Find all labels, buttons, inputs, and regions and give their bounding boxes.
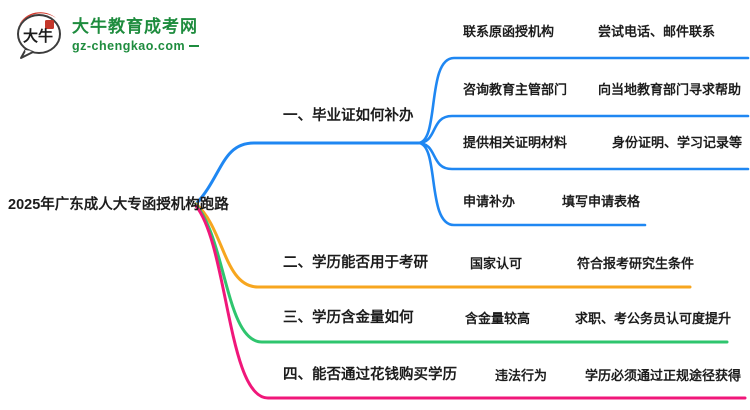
site-logo[interactable]: 大牛 大牛教育成考网 gz-chengkao.com	[14, 8, 200, 60]
branch-4-node: 违法行为	[495, 368, 548, 383]
logo-glyph: 大牛	[23, 27, 53, 45]
branch-1-child-1-line	[416, 56, 750, 145]
branch-2-node: 国家认可	[470, 256, 523, 271]
branch-1-child-3-label: 提供相关证明材料	[463, 135, 568, 150]
branch-1-child-2-label: 咨询教育主管部门	[463, 82, 568, 97]
branch-4-detail: 学历必须通过正规途径获得	[585, 368, 742, 383]
branch-1-line	[194, 141, 420, 206]
branch-1-child-1-detail: 尝试电话、邮件联系	[598, 24, 716, 39]
branch-3-label: 三、学历含金量如何	[283, 310, 414, 326]
branch-1-child-2-line	[416, 114, 750, 145]
branch-1-label: 一、毕业证如何补办	[283, 108, 414, 124]
branch-1-child-4-line	[416, 141, 647, 227]
branch-3-node: 含金量较高	[465, 311, 531, 326]
branch-4-label: 四、能否通过花钱购买学历	[283, 367, 457, 383]
branch-2-label: 二、学历能否用于考研	[283, 255, 428, 271]
bull-speech-bubble-icon: 大牛	[17, 12, 61, 59]
branch-1-child-4-detail: 填写申请表格	[562, 194, 641, 209]
root-node: 2025年广东成人大专函授机构跑路	[8, 197, 229, 213]
branch-1-child-2-detail: 向当地教育部门寻求帮助	[598, 82, 742, 97]
logo-title: 大牛教育成考网	[72, 16, 198, 36]
logo-domain: gz-chengkao.com	[72, 38, 186, 53]
branch-4-line	[194, 204, 747, 400]
branch-1-child-1-label: 联系原函授机构	[463, 24, 555, 39]
branch-2-line	[194, 202, 692, 289]
branch-1-child-3-detail: 身份证明、学习记录等	[612, 135, 743, 150]
logo-rule	[189, 44, 200, 47]
branch-3-detail: 求职、考公务员认可度提升	[575, 311, 732, 326]
branch-1-child-4-label: 申请补办	[463, 194, 516, 209]
branch-2-detail: 符合报考研究生条件	[577, 256, 695, 271]
